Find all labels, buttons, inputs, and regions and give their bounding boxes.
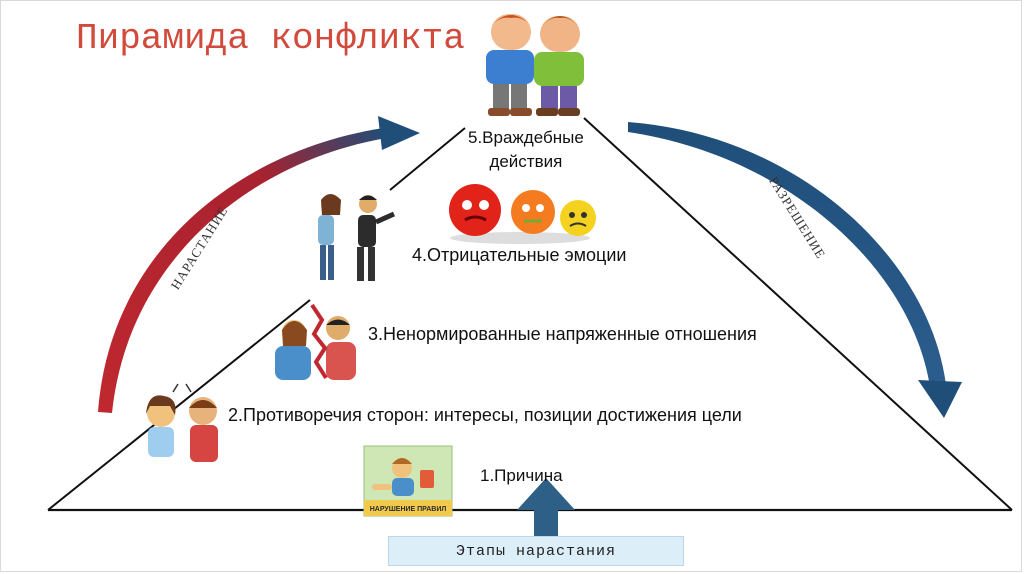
level-1-label: 1.Причина	[480, 466, 563, 485]
level-3-label: 3.Ненормированные напряженные отношения	[368, 324, 757, 344]
angry-emoji-balls-icon	[449, 184, 596, 244]
level-2-label: 2.Противоречия сторон: интересы, позиции…	[228, 405, 742, 425]
stages-label-box: Этапы нарастания	[388, 536, 684, 566]
couple-talking-icon	[146, 383, 218, 462]
resolution-arrow	[628, 122, 962, 418]
level-4-label: 4.Отрицательные эмоции	[412, 245, 627, 265]
couple-quarrel-icon	[318, 194, 396, 281]
sticker-caption: НАРУШЕНИЕ ПРАВИЛ	[369, 506, 447, 513]
stages-label: Этапы нарастания	[455, 542, 617, 560]
level-5-line-1: 5.Враждебные	[468, 128, 584, 147]
page-title: Пирамида конфликта	[76, 18, 465, 59]
increase-arrow	[98, 116, 420, 413]
couple-cracked-icon	[275, 303, 356, 380]
boys-arguing-icon	[486, 14, 584, 116]
up-arrow	[517, 478, 575, 538]
rule-breaking-sticker-icon	[363, 445, 453, 517]
level-5-label: 5.Враждебные действия	[468, 126, 584, 174]
level-5-line-2: действия	[489, 152, 563, 171]
